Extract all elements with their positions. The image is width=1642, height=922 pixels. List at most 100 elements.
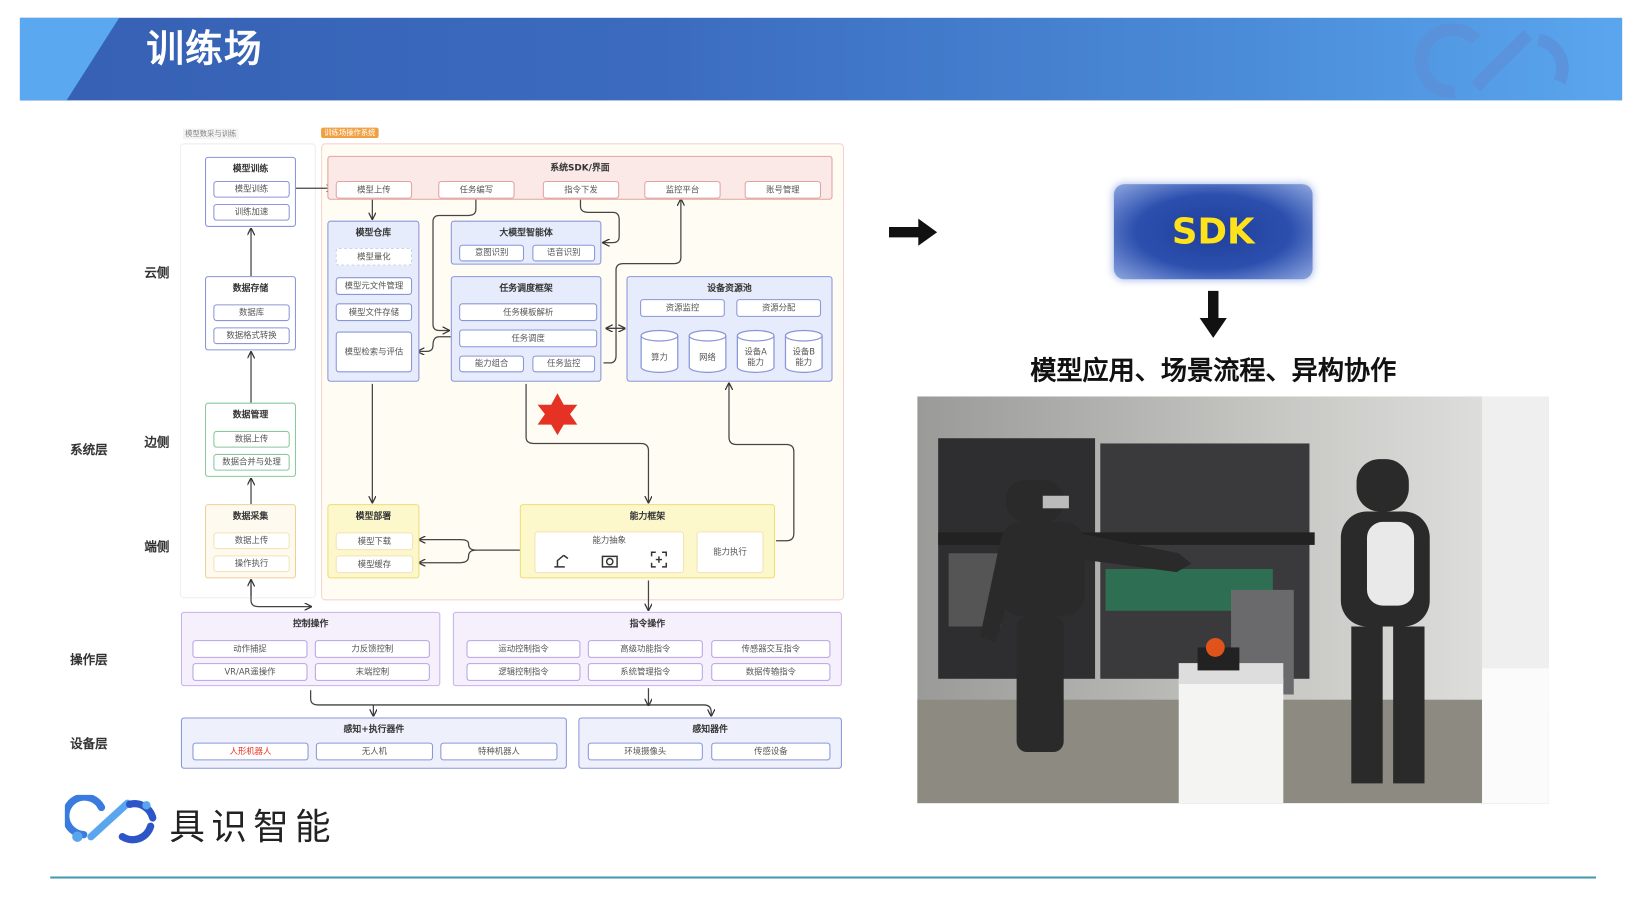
module-item: 任务监控 (532, 355, 596, 373)
group-device-pool: 设备资源池资源监控资源分配算力网络设备A 能力设备B 能力 (626, 276, 833, 382)
group-model-training: 模型训练模型训练训练加速 (204, 156, 296, 227)
module-item-label: 模型文件存储 (348, 307, 400, 317)
row-label-edge: 边侧 (144, 435, 170, 450)
cylinder-label: 设备B 能力 (792, 346, 816, 368)
group-sdk: 系统SDK/界面模型上传任务编写指令下发监控平台账号管理 (327, 155, 833, 200)
module-item-label: 数据传输指令 (745, 666, 796, 677)
module-item: 模型检索与评估 (335, 331, 413, 373)
module-item: 逻辑控制指令 (466, 663, 581, 681)
group-model-repo: 模型仓库模型量化模型元文件管理模型文件存储模型检索与评估 (327, 220, 420, 382)
module-item-label: 指令下发 (564, 184, 598, 195)
sdk-caption: 模型应用、场景流程、异构协作 (1030, 355, 1397, 386)
module-item: 模型量化 (335, 247, 413, 266)
down-arrow-icon (1199, 290, 1227, 338)
group-title: 模型部署 (355, 511, 392, 522)
module-item: 任务编写 (438, 180, 515, 199)
resource-cylinder: 设备B 能力 (784, 329, 823, 373)
module-item-label: 末端控制 (355, 666, 390, 677)
module-item: 模型下载 (335, 532, 414, 551)
module-item-label: 动作捕捉 (233, 643, 267, 654)
group-title: 大模型智能体 (499, 228, 553, 239)
module-item: 数据合并与处理 (213, 453, 290, 471)
robot-lab-photo (917, 396, 1549, 804)
group-data-management: 数据管理数据上传数据合并与处理 (204, 402, 296, 477)
group-title: 数据存储 (232, 283, 269, 294)
module-item-label: VR/AR遥操作 (224, 666, 276, 677)
module-item: 末端控制 (314, 663, 430, 681)
module-item: 力反馈控制 (314, 640, 430, 658)
group-command-ops: 指令操作运动控制指令 高级功能指令 传感器交互指令逻辑控制指令 系统管理指令 数据传输指… (452, 611, 842, 687)
module-item-label: 模型量化 (357, 251, 391, 262)
module-item: 传感设备 (711, 742, 831, 761)
group-title: 能力框架 (629, 511, 666, 522)
module-item: 数据格式转换 (213, 327, 290, 345)
module-item-label: 模型检索与评估 (344, 346, 404, 357)
module-item-label: 逻辑控制指令 (498, 666, 549, 677)
module-item-label: 操作执行 (234, 558, 269, 569)
module-item-label: 资源分配 (761, 303, 796, 313)
database-icon (688, 329, 727, 373)
database-icon (784, 329, 823, 373)
group-title: 任务调度框架 (499, 283, 553, 294)
group-model-deploy: 模型部署模型下载模型缓存 (327, 504, 420, 579)
page-title: 训练场 (146, 28, 263, 72)
group-data-collection: 数据采集数据上传操作执行 (204, 504, 296, 579)
module-item: 人形机器人 (192, 742, 309, 761)
left-caption: 模型数采与训练 (183, 128, 239, 140)
cylinder-label: 算力 (651, 352, 668, 362)
module-item-label: 系统管理指令 (620, 666, 671, 677)
module-item: 能力组合 (459, 355, 524, 373)
resource-cylinder: 网络 (688, 329, 727, 373)
module-item-label: 运动控制指令 (498, 643, 549, 654)
module-item: 训练加速 (213, 203, 290, 221)
module-item: 指令下发 (542, 180, 620, 199)
row-label-device: 设备层 (70, 736, 108, 751)
row-label-operation: 操作层 (70, 652, 108, 668)
module-item-label: 监控平台 (665, 184, 700, 195)
module-item-label: 模型下载 (357, 536, 392, 546)
module-item: 资源分配 (736, 299, 822, 317)
group-title: 设备资源池 (707, 283, 752, 294)
group-capability: 能力框架能力抽象 能力执行 (519, 504, 776, 579)
module-item-label: 数据库 (238, 307, 265, 318)
group-title: 感知+执行器件 (343, 724, 405, 736)
module-item: 能力抽象 (534, 531, 685, 574)
module-item-label: 传感器交互指令 (741, 643, 801, 654)
module-item: 模型训练 (213, 180, 290, 198)
module-item: 语音识别 (532, 244, 596, 262)
module-item-label: 能力执行 (713, 547, 747, 557)
module-item: 高级功能指令 (587, 640, 703, 658)
module-item-label: 无人机 (361, 746, 387, 756)
module-item-label: 任务编写 (459, 184, 494, 195)
module-item-label: 语音识别 (547, 248, 581, 258)
module-item-label: 任务模板解析 (503, 307, 554, 317)
module-item-label: 任务监控 (547, 358, 581, 369)
module-item: 数据传输指令 (711, 663, 831, 681)
cylinder-label: 设备A 能力 (744, 346, 767, 368)
module-item-label: 高级功能指令 (620, 643, 671, 654)
module-item: 操作执行 (213, 555, 290, 573)
robot-arm-icon (553, 554, 568, 568)
module-item-label: 模型训练 (234, 184, 269, 194)
module-item: VR/AR遥操作 (192, 663, 308, 681)
module-item: 数据库 (213, 304, 290, 322)
module-item: 账号管理 (744, 180, 822, 199)
group-title: 指令操作 (629, 619, 666, 630)
module-item: 能力执行 (696, 531, 764, 574)
module-item: 任务调度 (459, 329, 598, 348)
group-title: 数据管理 (232, 409, 269, 421)
cylinder-label: 网络 (699, 352, 716, 362)
module-item: 数据上传 (213, 430, 290, 448)
group-sense-exec: 感知+执行器件人形机器人无人机特种机器人 (180, 717, 567, 769)
module-item-label: 模型上传 (357, 184, 391, 195)
right-arrow-icon (889, 218, 938, 246)
database-icon (640, 329, 679, 373)
module-item-label: 任务调度 (511, 333, 545, 343)
module-item-label: 模型缓存 (357, 559, 392, 569)
module-item-label: 账号管理 (766, 184, 800, 195)
module-item: 模型上传 (335, 180, 413, 199)
module-item: 无人机 (315, 742, 434, 761)
module-item: 模型元文件管理 (335, 277, 413, 295)
logo-watermark-icon (1414, 24, 1569, 99)
